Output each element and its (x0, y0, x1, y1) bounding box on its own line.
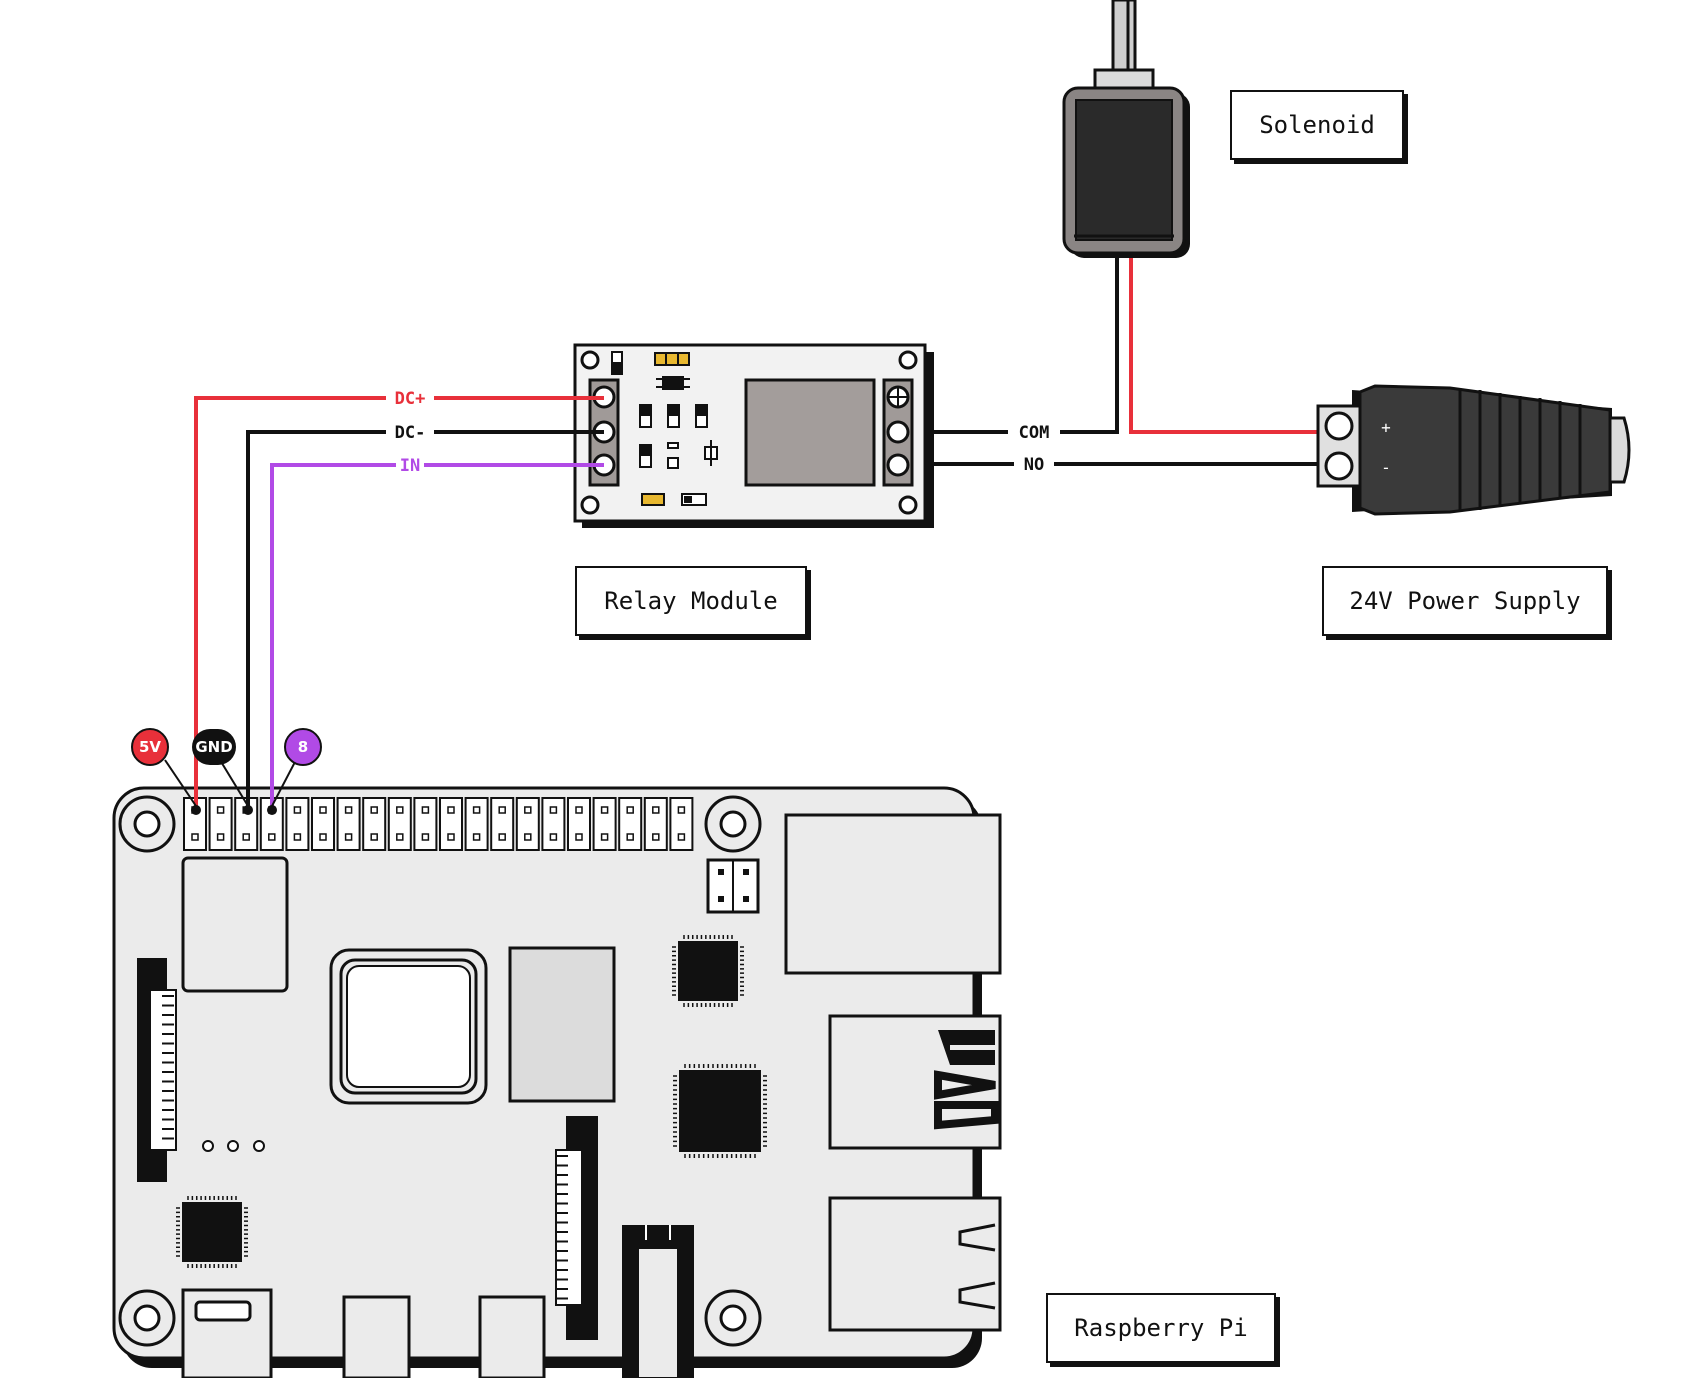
gpio-pin-pair (285, 797, 310, 851)
gpio-pin-pair (490, 797, 515, 851)
chip (182, 1202, 242, 1262)
power-wires (896, 258, 1318, 466)
jack-plus-sign: + (1381, 418, 1391, 437)
gpio-pin-pair (515, 797, 540, 851)
pin-gnd-badge (192, 729, 236, 765)
power-jack: + - (1316, 384, 1631, 516)
gpio-header (183, 797, 694, 851)
gpio-pin-pair (567, 797, 591, 851)
wire-label-no: NO (1024, 455, 1044, 475)
chip (679, 1070, 761, 1152)
gpio-pin-pair (336, 797, 361, 851)
gpio-pin-pair (387, 797, 412, 851)
pi-wires (164, 396, 604, 815)
wire-label-com: COM (1019, 423, 1050, 443)
pin-8-badge (284, 728, 322, 766)
relay-module (573, 343, 934, 528)
relay-module-label: Relay Module (575, 566, 807, 636)
solenoid (1062, 0, 1190, 258)
wire-label-dc-minus: DC- (395, 423, 426, 443)
jack-minus-sign: - (1381, 458, 1391, 477)
gpio-pin-pair (464, 797, 489, 851)
gpio-pin-pair (669, 797, 694, 851)
pin-5v-label: 5V (139, 738, 161, 756)
gpio-pin-pair (592, 797, 617, 851)
raspberry-pi-label: Raspberry Pi (1046, 1293, 1276, 1363)
solenoid-label: Solenoid (1230, 90, 1404, 160)
gpio-pin-pair (643, 797, 668, 851)
gpio-pin-pair (413, 797, 438, 851)
raspberry-pi-board (112, 786, 1002, 1378)
gpio-pin-pair (362, 797, 387, 851)
gpio-pin-pair (208, 797, 233, 851)
pin-5v-badge (131, 728, 169, 766)
pin-8-label: 8 (298, 738, 308, 756)
gpio-pin-pair (311, 797, 335, 851)
gpio-pin-pair (618, 797, 643, 851)
wire-label-dc-plus: DC+ (395, 389, 426, 409)
pin-gnd-label: GND (195, 738, 232, 756)
gpio-pin-pair (439, 797, 463, 851)
wire-label-in: IN (400, 456, 420, 476)
gpio-pin-pair (541, 797, 566, 851)
power-supply-label: 24V Power Supply (1322, 566, 1608, 636)
chip (678, 941, 738, 1001)
